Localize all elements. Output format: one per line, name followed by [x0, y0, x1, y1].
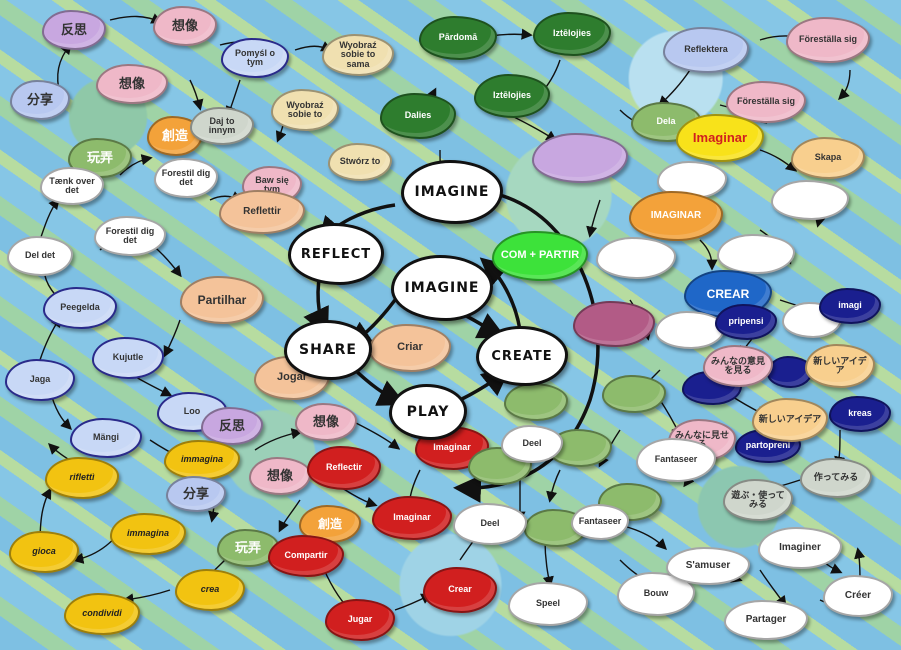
cloud-node: Mängi	[70, 418, 142, 458]
cloud-node: Partager	[724, 600, 808, 640]
cloud-node: Skapa	[791, 137, 865, 179]
cloud-node: Forestil dig det	[154, 158, 218, 198]
cloud-node: Crear	[423, 567, 497, 613]
cloud-node: Imaginar	[372, 496, 452, 540]
cloud-node: Tænk over det	[40, 167, 104, 205]
cloud-node: Kujutle	[92, 337, 164, 379]
cloud-node: 作ってみる	[800, 458, 872, 498]
cycle-node-imagine-top: IMAGINE	[401, 160, 503, 224]
cloud-node: Jugar	[325, 599, 395, 641]
cloud-node: S'amuser	[666, 547, 750, 585]
cloud-node: 想像	[295, 403, 357, 441]
cloud-node: 新しいアイデア	[805, 344, 875, 388]
cloud-node: 遊ぶ・使ってみる	[723, 479, 793, 521]
cloud-node: Deel	[501, 425, 563, 463]
cloud-node: Pomyśl o tym	[221, 38, 289, 78]
cloud-node: Iztēlojies	[533, 12, 611, 56]
cloud-node: 反思	[42, 10, 106, 50]
cloud-node: 想像	[249, 457, 311, 495]
cycle-node-share: SHARE	[284, 320, 372, 380]
cloud-node: Wyobraź sobie to	[271, 89, 339, 131]
cloud-node: condividi	[64, 593, 140, 635]
cloud-node: Föreställa sig	[786, 17, 870, 63]
cloud-node: Criar	[369, 324, 451, 372]
cloud-node: 分享	[10, 80, 70, 120]
cloud-node: Imaginar	[676, 114, 764, 162]
cloud-node	[602, 375, 666, 413]
cloud-node: immagina	[110, 513, 186, 555]
cloud-node: 反思	[201, 407, 263, 445]
cloud-node: Jaga	[5, 359, 75, 401]
cloud-node: IMAGINAR	[629, 191, 723, 241]
cloud-node: みんなの意見を見る	[703, 345, 773, 387]
cycle-node-imagine-center: IMAGINE	[391, 255, 493, 321]
cloud-node: Del det	[7, 236, 73, 276]
cloud-node: Daj to innym	[190, 107, 254, 145]
cloud-node: Iztēlojies	[474, 74, 550, 118]
cloud-node: imagi	[819, 288, 881, 324]
cloud-node: COM + PARTIR	[492, 231, 588, 281]
cloud-node: 分享	[166, 476, 226, 512]
cloud-node	[532, 133, 628, 183]
cloud-node	[717, 234, 795, 274]
cloud-node: pripensi	[715, 304, 777, 340]
cloud-node: Reflektera	[663, 27, 749, 73]
cloud-node	[771, 180, 849, 220]
cloud-node: Pārdomā	[419, 16, 497, 60]
cloud-node: 想像	[96, 64, 168, 104]
cloud-node: Compartir	[268, 535, 344, 577]
cloud-node: Deel	[453, 503, 527, 545]
cycle-node-reflect: REFLECT	[288, 223, 384, 285]
cloud-node: Fantaseer	[571, 504, 629, 540]
cloud-node: riflettì	[45, 457, 119, 499]
cloud-node: Créer	[823, 575, 893, 617]
cloud-node: Partilhar	[180, 276, 264, 324]
cloud-node: 新しいアイデア	[752, 398, 828, 442]
cloud-node: kreas	[829, 396, 891, 432]
cloud-node	[573, 301, 655, 347]
cloud-node: Reflectir	[307, 446, 381, 490]
cloud-node	[596, 237, 676, 279]
cloud-node: Speel	[508, 582, 588, 626]
cloud-node: Wyobraź sobie to sama	[322, 34, 394, 76]
cloud-node: Stwórz to	[328, 143, 392, 181]
cloud-node: gioca	[9, 531, 79, 573]
cloud-node: Peegelda	[43, 287, 117, 329]
cloud-node	[468, 447, 532, 485]
cloud-node: Dalies	[380, 93, 456, 139]
cloud-node: 想像	[153, 6, 217, 46]
cloud-node	[504, 383, 568, 421]
cloud-node: Reflettir	[219, 190, 305, 234]
cloud-node: Forestil dig det	[94, 216, 166, 256]
cloud-node: immagina	[164, 440, 240, 480]
cycle-node-play: PLAY	[389, 384, 467, 440]
cloud-node: Fantaseer	[636, 438, 716, 482]
cloud-node: Imaginer	[758, 527, 842, 569]
cloud-node: crea	[175, 569, 245, 611]
cycle-node-create: CREATE	[476, 326, 568, 386]
